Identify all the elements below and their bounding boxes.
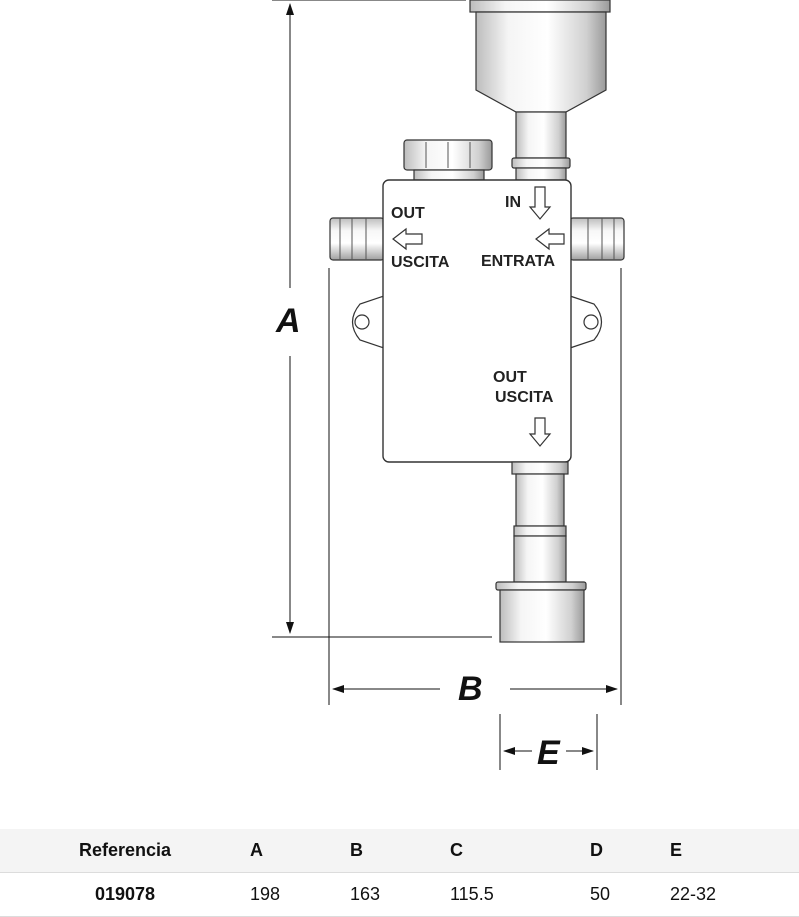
header-referencia: Referencia bbox=[78, 840, 172, 860]
left-fitting bbox=[329, 217, 385, 261]
cell-e: 22-32 bbox=[670, 884, 717, 904]
spec-table: Referencia A B C D E 019078 198 163 115.… bbox=[0, 829, 799, 917]
in-down-arrow-icon bbox=[528, 186, 552, 220]
out-label-bottom: OUT bbox=[493, 369, 527, 386]
entrata-label: ENTRATA bbox=[481, 253, 556, 270]
cell-a: 198 bbox=[250, 884, 281, 904]
uscita-label-bottom: USCITA bbox=[495, 389, 554, 406]
bottom-outlet bbox=[495, 461, 587, 643]
in-label: IN bbox=[505, 194, 521, 211]
entrata-left-arrow-icon bbox=[535, 227, 565, 251]
cell-d: 50 bbox=[590, 884, 611, 904]
header-c: C bbox=[450, 840, 463, 860]
spec-table-header: Referencia A B C D E bbox=[0, 829, 799, 873]
header-a: A bbox=[250, 840, 263, 860]
header-e: E bbox=[670, 840, 683, 860]
dimension-b-label: B bbox=[458, 670, 483, 708]
dimension-e-label: E bbox=[537, 734, 561, 772]
table-row: 019078 198 163 115.5 50 22-32 bbox=[0, 872, 799, 917]
right-fitting bbox=[569, 217, 625, 261]
top-cap bbox=[403, 139, 493, 181]
dimension-a bbox=[272, 0, 492, 638]
cell-b: 163 bbox=[350, 884, 381, 904]
funnel bbox=[469, 0, 611, 181]
out-left-arrow-icon bbox=[392, 227, 423, 251]
header-d: D bbox=[590, 840, 603, 860]
out-label-left: OUT bbox=[391, 205, 425, 222]
header-b: B bbox=[350, 840, 363, 860]
dimension-e bbox=[499, 714, 598, 770]
dimension-b bbox=[328, 268, 622, 705]
cell-c: 115.5 bbox=[450, 884, 494, 904]
out-down-arrow-icon bbox=[528, 417, 552, 447]
uscita-label-left: USCITA bbox=[391, 254, 450, 271]
technical-drawing: IN OUT USCITA ENTRATA OUT USCITA A B E bbox=[272, 0, 625, 772]
cell-referencia: 019078 bbox=[94, 884, 156, 904]
mounting-ears bbox=[351, 295, 603, 349]
dimension-a-label: A bbox=[275, 302, 301, 340]
filter-body bbox=[382, 179, 572, 463]
